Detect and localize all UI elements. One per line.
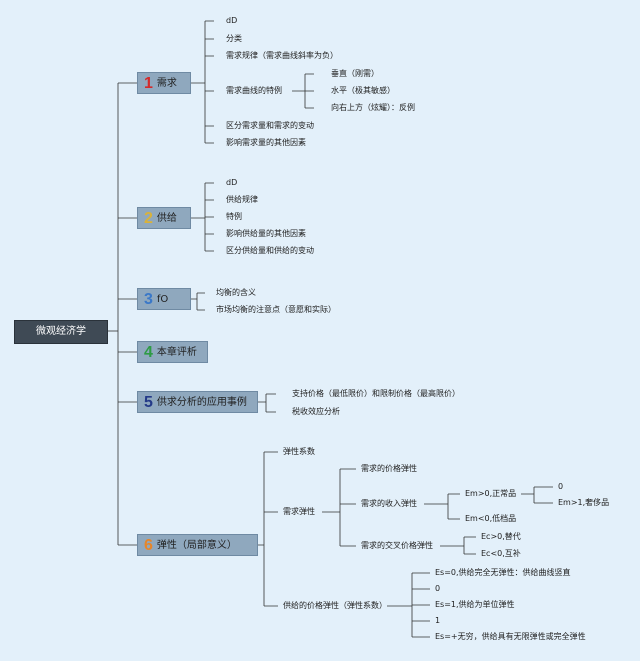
s6-cross-0: Ec>0,替代 (481, 532, 521, 541)
section-1-number: 1 (144, 75, 153, 92)
s1-item-4: 区分需求量和需求的变动 (226, 121, 314, 130)
section-6-label: 弹性（局部意义） (156, 540, 237, 551)
section-3-number: 3 (144, 291, 153, 308)
s1-special-1: 水平（极其敏感） (331, 86, 395, 95)
s6-supply-1: 0 (435, 584, 441, 593)
s2-item-4: 区分供给量和供给的变动 (226, 246, 314, 255)
s1-special-0: 垂直（刚需） (331, 69, 379, 78)
s6-item-2: 供给的价格弹性（弹性系数） (283, 601, 387, 610)
s1-item-2: 需求规律（需求曲线斜率为负） (226, 51, 338, 60)
section-5-number: 5 (144, 394, 153, 411)
section-2-label: 供给 (156, 213, 177, 224)
s2-item-3: 影响供给量的其他因素 (226, 229, 306, 238)
s6-demand-2: 需求的交叉价格弹性 (361, 541, 433, 550)
s3-item-1: 市场均衡的注意点（意愿和实际） (216, 305, 336, 314)
s6-income-0: Em>0,正常品 (465, 489, 517, 498)
s5-item-0: 支持价格（最低限价）和限制价格（最高限价） (292, 389, 460, 398)
s6-supply-2: Es=1,供给为单位弹性 (435, 600, 515, 609)
s6-supply-3: 1 (435, 616, 441, 625)
s1-item-3: 需求曲线的特例 (226, 86, 282, 95)
section-3-label: fO (156, 294, 169, 305)
section-4-label: 本章评析 (156, 347, 197, 358)
s6-demand-1: 需求的收入弹性 (361, 499, 417, 508)
s1-item-1: 分类 (226, 34, 242, 43)
s6-normal-1: Em>1,奢侈品 (558, 498, 610, 507)
section-2-number: 2 (144, 210, 153, 227)
s6-supply-4: Es=+无穷，供给具有无限弹性或完全弹性 (435, 632, 586, 641)
s6-demand-0: 需求的价格弹性 (361, 464, 417, 473)
s6-income-1: Em<0,低档品 (465, 514, 517, 523)
section-5-label: 供求分析的应用事例 (156, 397, 247, 408)
s2-item-2: 特例 (226, 212, 242, 221)
section-4-number: 4 (144, 344, 153, 361)
root-node: 微观经济学 (14, 320, 108, 344)
s2-item-1: 供给规律 (226, 195, 258, 204)
s6-item-0: 弹性系数 (283, 447, 315, 456)
s1-special-2: 向右上方（炫耀）：反例 (331, 103, 415, 112)
s1-item-5: 影响需求量的其他因素 (226, 138, 306, 147)
s6-item-1: 需求弹性 (283, 507, 315, 516)
s6-supply-0: Es=0,供给完全无弹性：供给曲线竖直 (435, 568, 571, 577)
s2-item-0: dD (226, 178, 238, 187)
s6-cross-1: Ec<0,互补 (481, 549, 521, 558)
section-6-number: 6 (144, 537, 153, 554)
s5-item-1: 税收效应分析 (292, 407, 340, 416)
s6-normal-0: 0 (558, 482, 564, 491)
section-1-label: 需求 (156, 78, 177, 89)
s1-item-0: dD (226, 16, 238, 25)
s3-item-0: 均衡的含义 (216, 288, 256, 297)
